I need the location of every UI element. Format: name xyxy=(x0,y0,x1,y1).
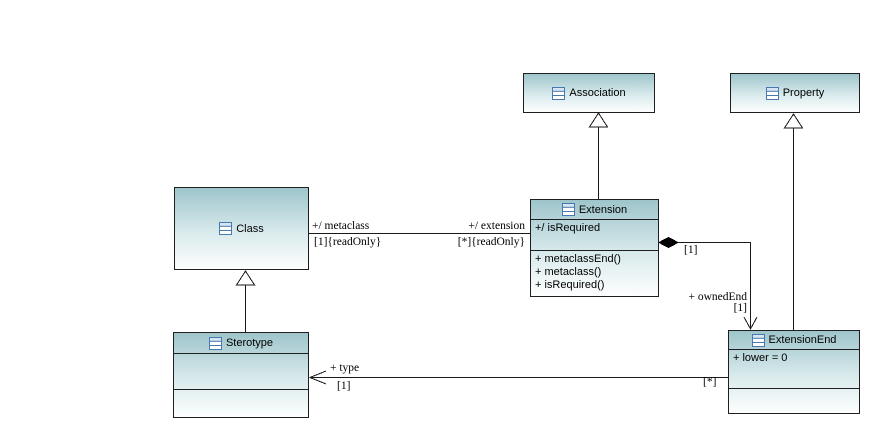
class-icon xyxy=(561,203,575,216)
class-name: ExtensionEnd xyxy=(768,334,837,346)
class-box-extension[interactable]: Extension +/ isRequired + metaclassEnd()… xyxy=(530,199,659,297)
generalization-extensionend-property[interactable] xyxy=(783,113,804,330)
class-title: Association xyxy=(524,74,654,112)
attributes-compartment[interactable]: + lower = 0 xyxy=(729,349,859,388)
edge-label-metaclass-role[interactable]: +/ metaclass xyxy=(312,220,370,232)
class-name: Class xyxy=(236,222,264,235)
class-box-sterotype[interactable]: Sterotype xyxy=(173,332,309,418)
edge-label-composition-multiplicity[interactable]: [1] xyxy=(684,244,698,256)
class-box-extensionend[interactable]: ExtensionEnd + lower = 0 xyxy=(728,330,860,414)
operation-isrequired[interactable]: + isRequired() xyxy=(535,279,605,291)
edge-label-ownedend-role[interactable]: + ownedEnd xyxy=(688,291,747,303)
class-title: ExtensionEnd xyxy=(729,331,859,349)
operation-metaclass[interactable]: + metaclass() xyxy=(535,266,602,278)
attribute-lower[interactable]: + lower = 0 xyxy=(733,352,788,364)
class-title: Sterotype xyxy=(174,333,308,353)
edge-label-metaclass-multiplicity[interactable]: [1]{readOnly} xyxy=(314,236,382,248)
class-name: Association xyxy=(569,87,626,99)
edge-label-type-multiplicity[interactable]: [1] xyxy=(337,380,351,392)
class-name: Property xyxy=(782,87,825,99)
operations-compartment[interactable]: + metaclassEnd() + metaclass() + isRequi… xyxy=(531,250,658,296)
operations-compartment[interactable] xyxy=(729,388,859,414)
class-box-association[interactable]: Association xyxy=(523,73,655,113)
attribute-isrequired[interactable]: +/ isRequired xyxy=(535,222,601,234)
composition-extension-ownedend[interactable] xyxy=(657,236,758,331)
generalization-extension-association[interactable] xyxy=(588,112,609,199)
attributes-compartment[interactable]: +/ isRequired xyxy=(531,219,658,250)
class-icon xyxy=(765,86,779,100)
generalization-sterotype-class[interactable] xyxy=(235,270,256,332)
class-icon xyxy=(552,86,566,100)
class-box-class[interactable]: Class xyxy=(174,187,309,270)
association-type-sterotype[interactable] xyxy=(308,370,728,385)
class-name: Sterotype xyxy=(225,337,274,349)
edge-label-extension-role[interactable]: +/ extension xyxy=(468,220,525,232)
class-box-property[interactable]: Property xyxy=(730,73,860,113)
edge-label-type-role[interactable]: + type xyxy=(330,362,360,374)
open-arrow-icon xyxy=(743,316,758,331)
class-icon xyxy=(751,333,765,347)
open-arrow-icon xyxy=(308,370,327,385)
operations-compartment[interactable] xyxy=(174,389,308,417)
operation-metaclassend[interactable]: + metaclassEnd() xyxy=(535,253,621,265)
edge-label-ownedend-multiplicity[interactable]: [1] xyxy=(733,302,747,314)
class-name: Extension xyxy=(578,203,628,216)
edge-label-type-source-multiplicity[interactable]: [*] xyxy=(703,376,717,388)
edge-label-extension-multiplicity[interactable]: [*]{readOnly} xyxy=(457,236,525,248)
attributes-compartment[interactable] xyxy=(174,353,308,389)
class-title: Class xyxy=(175,188,308,269)
class-title: Property xyxy=(731,74,859,112)
class-icon xyxy=(219,222,233,235)
class-icon xyxy=(208,336,222,350)
class-title: Extension xyxy=(531,200,658,219)
